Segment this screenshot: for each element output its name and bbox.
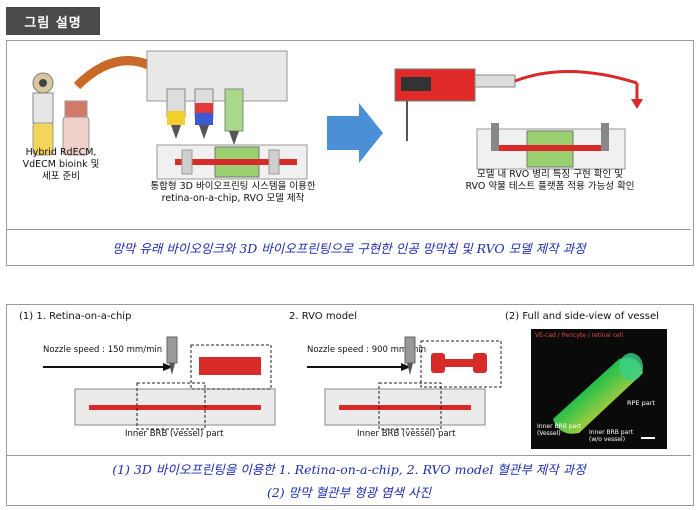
bioprinting-label: 통합형 3D 바이오프린팅 시스템을 이용한 retina-on-a-chip,… (150, 181, 316, 204)
rvo-model-title: 2. RVO model (289, 311, 357, 322)
bottom-caption-line1: (1) 3D 바이오프린팅을 이용한 1. Retina-on-a-chip, … (112, 462, 586, 477)
top-figure-illustration (32, 50, 643, 180)
top-caption: 망막 유래 바이오잉크와 3D 바이오프린팅으로 구현한 인공 망막칩 및 RV… (112, 240, 586, 256)
bioprinter-diagram (146, 50, 308, 180)
retina-chip-title: (1) 1. Retina-on-a-chip (19, 311, 132, 322)
bioink-prep-label: Hybrid RdECM, VdECM bioink 및 세포 준비 (22, 147, 100, 182)
syringe-pump (394, 68, 643, 141)
vessel-fluorescence-image: VE-cad / Pericyte / retinal cell RPE par… (531, 329, 667, 449)
bottom-caption-box: (1) 3D 바이오프린팅을 이용한 1. Retina-on-a-chip, … (7, 455, 691, 504)
inner-brb-label-1: Inner BRB (vessel) part (125, 429, 224, 439)
vessel-inner-label: Inner BRB part (Vessel) (537, 423, 582, 437)
rvo-chip-diagram (307, 336, 502, 430)
vessel-stain-legend: VE-cad / Pericyte / retinal cell (535, 332, 624, 339)
vessel-inner-wo-label: Inner BRB part (w/o vessel) (589, 429, 634, 443)
vessel-view-title: (2) Full and side-view of vessel (505, 311, 659, 322)
rvo-confirm-label: 모델 내 RVO 병리 특징 구현 확인 및 RVO 약물 테스트 플랫폼 적용… (465, 169, 635, 192)
nozzle-speed-2: Nozzle speed : 900 mm/min (307, 345, 427, 355)
bottom-figure-illustration (43, 336, 502, 430)
top-figure-panel: Hybrid RdECM, VdECM bioink 및 세포 준비 통합형 3… (6, 40, 694, 266)
nozzle-speed-1: Nozzle speed : 150 mm/min (43, 345, 163, 355)
retina-chip-diagram (43, 336, 276, 430)
rvo-chip (476, 123, 626, 170)
flow-arrow-brown (73, 56, 160, 90)
bioink-vials (32, 72, 90, 156)
flow-arrow-blue (327, 103, 383, 163)
bottom-figure-panel: (1) 1. Retina-on-a-chip 2. RVO model (2)… (6, 304, 694, 506)
inner-brb-label-2: Inner BRB (vessel) part (357, 429, 456, 439)
top-caption-box: 망막 유래 바이오잉크와 3D 바이오프린팅으로 구현한 인공 망막칩 및 RV… (7, 229, 691, 264)
rpe-part-label: RPE part (627, 399, 655, 407)
bottom-caption-line2: (2) 망막 혈관부 형광 염색 사진 (266, 485, 432, 500)
section-tab: 그림 설명 (6, 7, 100, 35)
